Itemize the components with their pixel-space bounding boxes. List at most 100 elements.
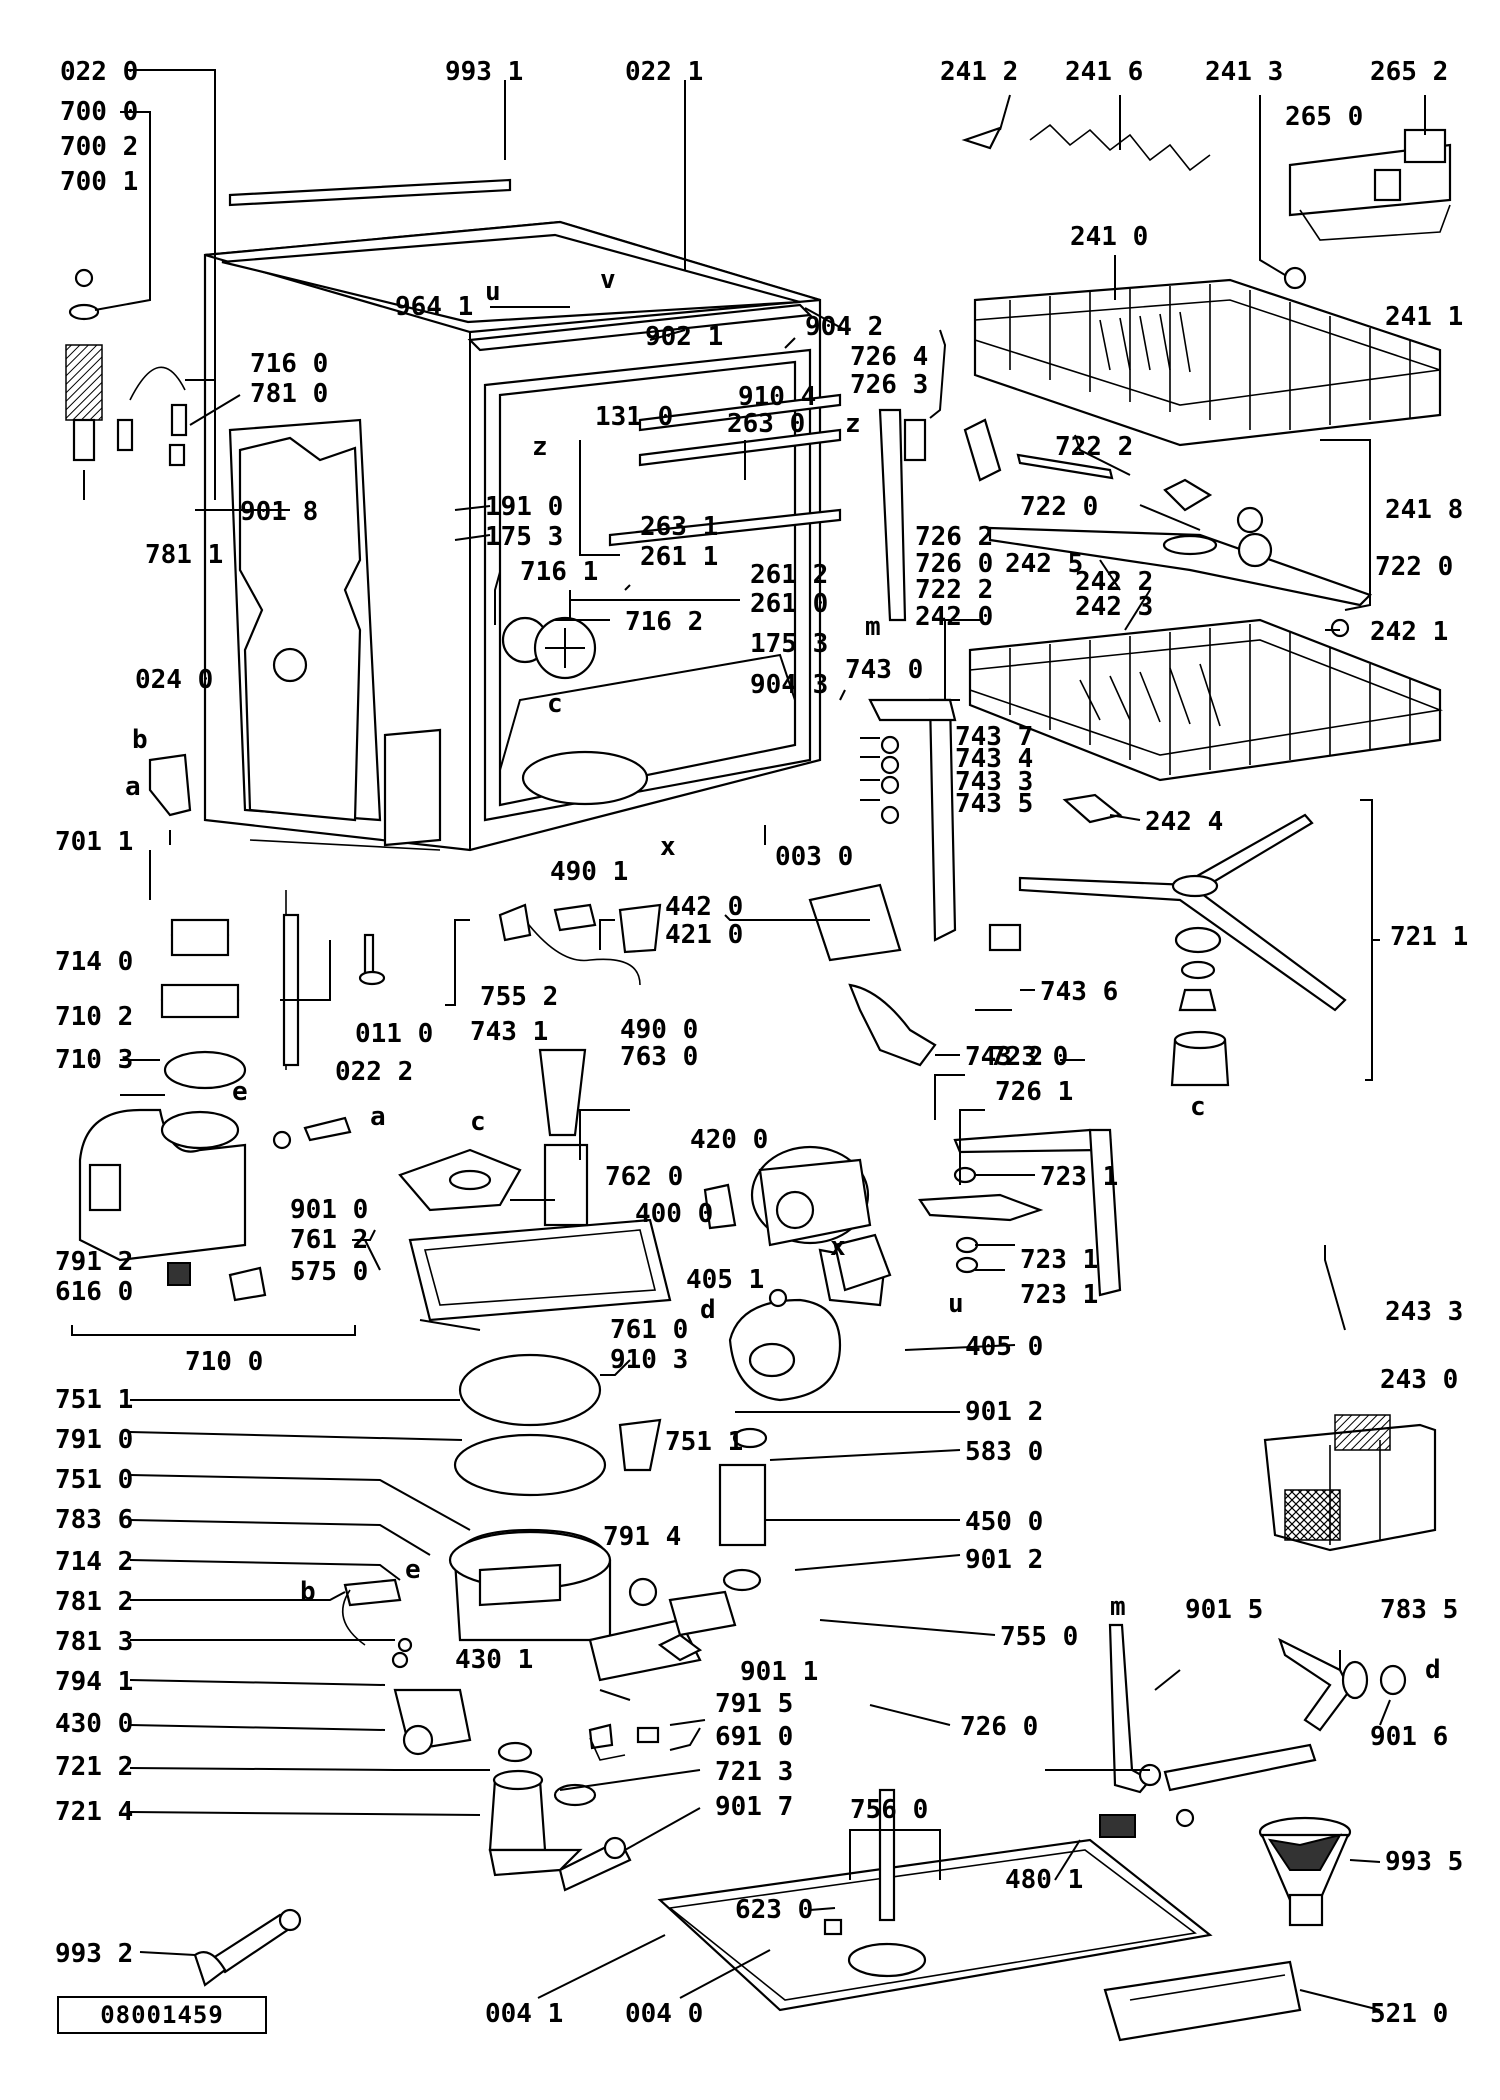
label-430-1: 430 1 bbox=[455, 1645, 533, 1675]
label-755-0: 755 0 bbox=[1000, 1622, 1078, 1652]
label-716-1: 716 1 bbox=[520, 557, 598, 587]
heater-element bbox=[398, 1048, 672, 1322]
label-421-0: 421 0 bbox=[665, 920, 743, 950]
letter-m-2: m bbox=[1110, 1592, 1126, 1622]
label-722-0: 722 0 bbox=[1020, 492, 1098, 522]
letter-e-2: e bbox=[405, 1555, 421, 1585]
label-241-2: 241 2 bbox=[940, 57, 1018, 87]
letter-e: e bbox=[232, 1077, 248, 1107]
label-743-4: 743 4 bbox=[955, 744, 1033, 774]
label-721-1: 721 1 bbox=[1390, 922, 1468, 952]
label-710-2: 710 2 bbox=[55, 1002, 133, 1032]
label-575-0: 575 0 bbox=[290, 1257, 368, 1287]
label-783-5: 783 5 bbox=[1380, 1595, 1458, 1625]
label-762-0: 762 0 bbox=[605, 1162, 683, 1192]
label-721-2: 721 2 bbox=[55, 1752, 133, 1782]
letter-d: d bbox=[700, 1295, 716, 1325]
label-243-3: 243 3 bbox=[1385, 1297, 1463, 1327]
label-721-3: 721 3 bbox=[715, 1757, 793, 1787]
label-700-1: 700 1 bbox=[60, 167, 138, 197]
label-022-0: 022 0 bbox=[60, 57, 138, 87]
label-430-0: 430 0 bbox=[55, 1709, 133, 1739]
label-794-1: 794 1 bbox=[55, 1667, 133, 1697]
label-004-1: 004 1 bbox=[485, 1999, 563, 2029]
letter-x: x bbox=[660, 832, 676, 862]
label-726-0b: 726 0 bbox=[960, 1712, 1038, 1742]
label-783-6: 783 6 bbox=[55, 1505, 133, 1535]
label-521-0: 521 0 bbox=[1370, 1999, 1448, 2029]
connection-letters: u v z z m m c c c b b a a x x e e d d u bbox=[125, 265, 1441, 1685]
lower-basket bbox=[968, 618, 1444, 824]
label-131-0: 131 0 bbox=[595, 402, 673, 432]
label-265-2: 265 2 bbox=[1370, 57, 1448, 87]
letter-b: b bbox=[132, 725, 148, 755]
label-904-2: 904 2 bbox=[805, 312, 883, 342]
level-switch-parts bbox=[272, 890, 386, 1150]
letter-v: v bbox=[600, 265, 616, 295]
label-726-4: 726 4 bbox=[850, 342, 928, 372]
label-910-4: 910 4 bbox=[738, 382, 816, 412]
label-723-1b: 723 1 bbox=[1020, 1245, 1098, 1275]
label-723-0: 723 0 bbox=[990, 1042, 1068, 1072]
water-softener-assembly bbox=[71, 918, 356, 1336]
label-241-1: 241 1 bbox=[1385, 302, 1463, 332]
label-691-0: 691 0 bbox=[715, 1722, 793, 1752]
label-743-1: 743 1 bbox=[470, 1017, 548, 1047]
label-242-5: 242 5 bbox=[1005, 549, 1083, 579]
label-781-3: 781 3 bbox=[55, 1627, 133, 1657]
letter-m: m bbox=[865, 612, 881, 642]
label-910-3: 910 3 bbox=[610, 1345, 688, 1375]
label-751-0: 751 0 bbox=[55, 1465, 133, 1495]
letter-c-3: c bbox=[470, 1107, 486, 1137]
label-722-2b: 722 2 bbox=[915, 575, 993, 605]
label-964-1: 964 1 bbox=[395, 292, 473, 322]
label-902-1: 902 1 bbox=[645, 322, 723, 352]
label-901-2: 901 2 bbox=[965, 1397, 1043, 1427]
letter-b-2: b bbox=[300, 1577, 316, 1607]
label-904-3: 904 3 bbox=[750, 670, 828, 700]
spanner-tool bbox=[193, 1908, 302, 1987]
label-901-1: 901 1 bbox=[740, 1657, 818, 1687]
label-405-1: 405 1 bbox=[686, 1265, 764, 1295]
label-241-3: 241 3 bbox=[1205, 57, 1283, 87]
label-791-2: 791 2 bbox=[55, 1247, 133, 1277]
base-plate bbox=[657, 1788, 1302, 2042]
lower-spray-arm bbox=[1018, 813, 1347, 1087]
label-024-0: 024 0 bbox=[135, 665, 213, 695]
label-743-2: 743 2 bbox=[965, 1042, 1043, 1072]
label-450-0: 450 0 bbox=[965, 1507, 1043, 1537]
label-722-0b: 722 0 bbox=[1375, 552, 1453, 582]
label-263-1: 263 1 bbox=[640, 512, 718, 542]
label-242-3: 242 3 bbox=[1075, 592, 1153, 622]
label-442-0: 442 0 bbox=[665, 892, 743, 922]
letter-a: a bbox=[125, 772, 141, 802]
label-901-7: 901 7 bbox=[715, 1792, 793, 1822]
label-721-4: 721 4 bbox=[55, 1797, 133, 1827]
label-716-2: 716 2 bbox=[625, 607, 703, 637]
label-901-0: 901 0 bbox=[290, 1195, 368, 1225]
label-791-4: 791 4 bbox=[603, 1522, 681, 1552]
label-755-2: 755 2 bbox=[480, 982, 558, 1012]
label-722-2: 722 2 bbox=[1055, 432, 1133, 462]
label-763-0: 763 0 bbox=[620, 1042, 698, 1072]
letter-z: z bbox=[532, 432, 548, 462]
sump-assembly bbox=[448, 1353, 737, 1682]
label-743-5: 743 5 bbox=[955, 789, 1033, 819]
label-743-0: 743 0 bbox=[845, 655, 923, 685]
upper-spray-arm bbox=[878, 408, 1373, 638]
label-993-5: 993 5 bbox=[1385, 1847, 1463, 1877]
label-901-8: 901 8 bbox=[240, 497, 318, 527]
label-175-3b: 175 3 bbox=[750, 629, 828, 659]
leader-lines bbox=[94, 69, 1426, 2011]
label-726-1: 726 1 bbox=[995, 1077, 1073, 1107]
label-241-6: 241 6 bbox=[1065, 57, 1143, 87]
label-242-0: 242 0 bbox=[915, 602, 993, 632]
letter-z-2: z bbox=[845, 409, 861, 439]
funnel bbox=[1258, 1816, 1352, 1927]
left-top-parts bbox=[65, 268, 192, 817]
label-022-1: 022 1 bbox=[625, 57, 703, 87]
label-781-2: 781 2 bbox=[55, 1587, 133, 1617]
letter-c-2: c bbox=[1190, 1092, 1206, 1122]
label-723-1: 723 1 bbox=[1040, 1162, 1118, 1192]
label-420-0: 420 0 bbox=[690, 1125, 768, 1155]
